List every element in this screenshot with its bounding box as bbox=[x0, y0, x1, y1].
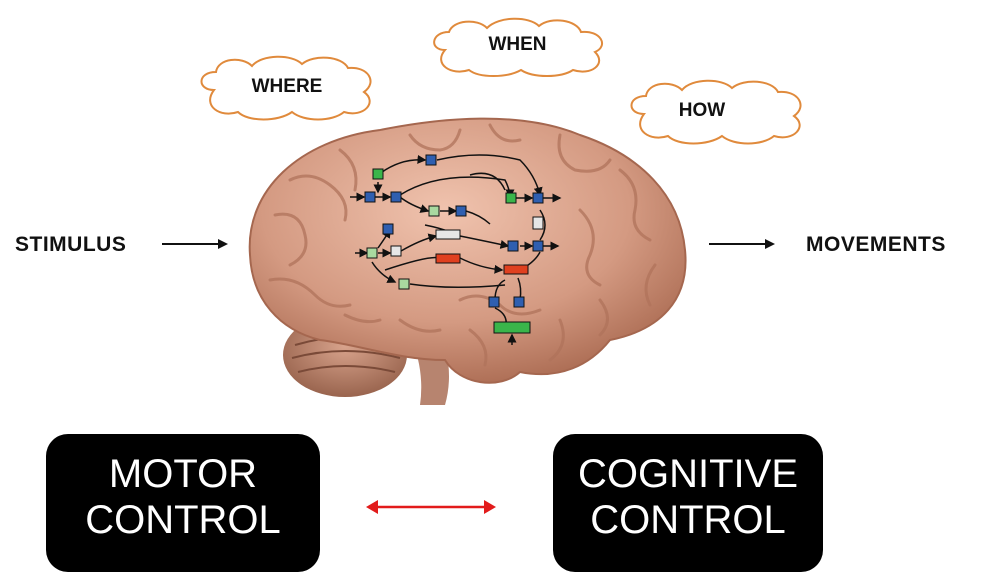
network-node bbox=[532, 192, 544, 204]
network-node bbox=[364, 191, 376, 203]
network-node bbox=[372, 168, 384, 180]
network-node bbox=[435, 253, 461, 264]
network-node bbox=[435, 229, 461, 240]
stimulus-arrow bbox=[162, 239, 228, 249]
motor-control-line2: CONTROL bbox=[85, 498, 281, 542]
bidirectional-arrow bbox=[366, 500, 496, 514]
movements-label: MOVEMENTS bbox=[806, 233, 946, 256]
cerebrum bbox=[248, 117, 687, 384]
network-node bbox=[503, 264, 529, 275]
network-node bbox=[505, 192, 517, 204]
movements-arrow bbox=[709, 239, 775, 249]
thought-cloud-when: WHEN bbox=[425, 16, 610, 78]
cloud-label-when: WHEN bbox=[488, 34, 547, 55]
network-node bbox=[532, 216, 544, 230]
motor-control-line1: MOTOR bbox=[108, 452, 258, 496]
cognitive-control-line1: COGNITIVE bbox=[577, 452, 799, 496]
network-node bbox=[425, 154, 437, 166]
network-node bbox=[493, 321, 531, 334]
cloud-label-where: WHERE bbox=[251, 76, 323, 97]
network-node bbox=[488, 296, 500, 308]
cognitive-control-line2: CONTROL bbox=[590, 498, 786, 542]
cognitive-control-box: COGNITIVE CONTROL bbox=[553, 434, 823, 572]
network-node bbox=[507, 240, 519, 252]
network-node bbox=[513, 296, 525, 308]
network-node bbox=[532, 240, 544, 252]
network-node bbox=[390, 191, 402, 203]
network-node bbox=[455, 205, 467, 217]
thought-cloud-where: WHERE bbox=[192, 52, 382, 124]
network-node bbox=[382, 223, 394, 235]
stimulus-label: STIMULUS bbox=[15, 233, 127, 256]
network-node bbox=[398, 278, 410, 290]
network-node bbox=[366, 247, 378, 259]
network-nodes bbox=[364, 154, 544, 334]
thought-cloud-how: HOW bbox=[622, 76, 812, 148]
cloud-label-how: HOW bbox=[678, 100, 726, 121]
network-node bbox=[390, 245, 402, 257]
network-node bbox=[428, 205, 440, 217]
motor-control-box: MOTOR CONTROL bbox=[46, 434, 320, 572]
